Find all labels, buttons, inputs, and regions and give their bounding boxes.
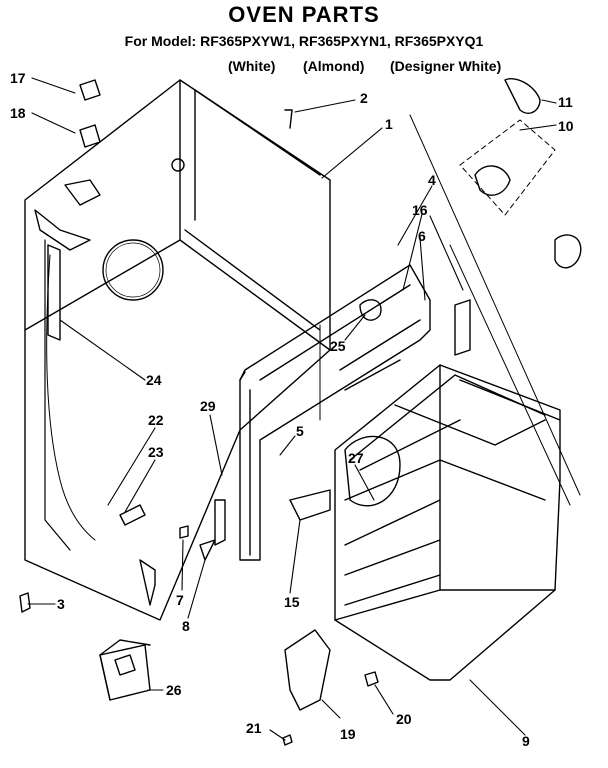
callout-23: 23 [148, 444, 164, 460]
broil-element-frame [239, 264, 431, 561]
callout-11: 11 [558, 94, 573, 110]
callout-29: 29 [200, 398, 216, 414]
finish-designer-white: (Designer White) [390, 58, 502, 74]
callout-27: 27 [348, 450, 364, 466]
callout-18: 18 [10, 105, 26, 121]
callout-8: 8 [182, 618, 190, 634]
finish-almond: (Almond) [303, 58, 365, 74]
callout-19: 19 [340, 726, 356, 742]
callout-22: 22 [148, 412, 164, 428]
callout-5: 5 [296, 423, 304, 439]
callout-7: 7 [176, 592, 184, 608]
callout-17: 17 [10, 70, 26, 86]
diagram-title: OVEN PARTS [228, 2, 380, 27]
callout-21: 21 [246, 720, 262, 736]
callout-16: 16 [412, 202, 428, 218]
oven-cavity-body [24, 79, 331, 621]
callout-2: 2 [360, 90, 368, 106]
oven-rack-frame [334, 364, 561, 681]
callout-24: 24 [146, 372, 162, 388]
callout-1: 1 [385, 116, 393, 132]
callout-15: 15 [284, 594, 300, 610]
model-numbers: For Model: RF365PXYW1, RF365PXYN1, RF365… [124, 33, 484, 49]
finish-white: (White) [228, 58, 276, 74]
callout-10: 10 [558, 118, 574, 134]
callout-26: 26 [166, 682, 182, 698]
callout-6: 6 [418, 228, 426, 244]
callout-4: 4 [428, 172, 436, 188]
callout-3: 3 [57, 596, 65, 612]
callout-25: 25 [330, 338, 346, 354]
leader-lines [27, 77, 581, 741]
small-parts [19, 78, 582, 746]
callout-9: 9 [522, 733, 530, 749]
callout-20: 20 [396, 711, 412, 727]
